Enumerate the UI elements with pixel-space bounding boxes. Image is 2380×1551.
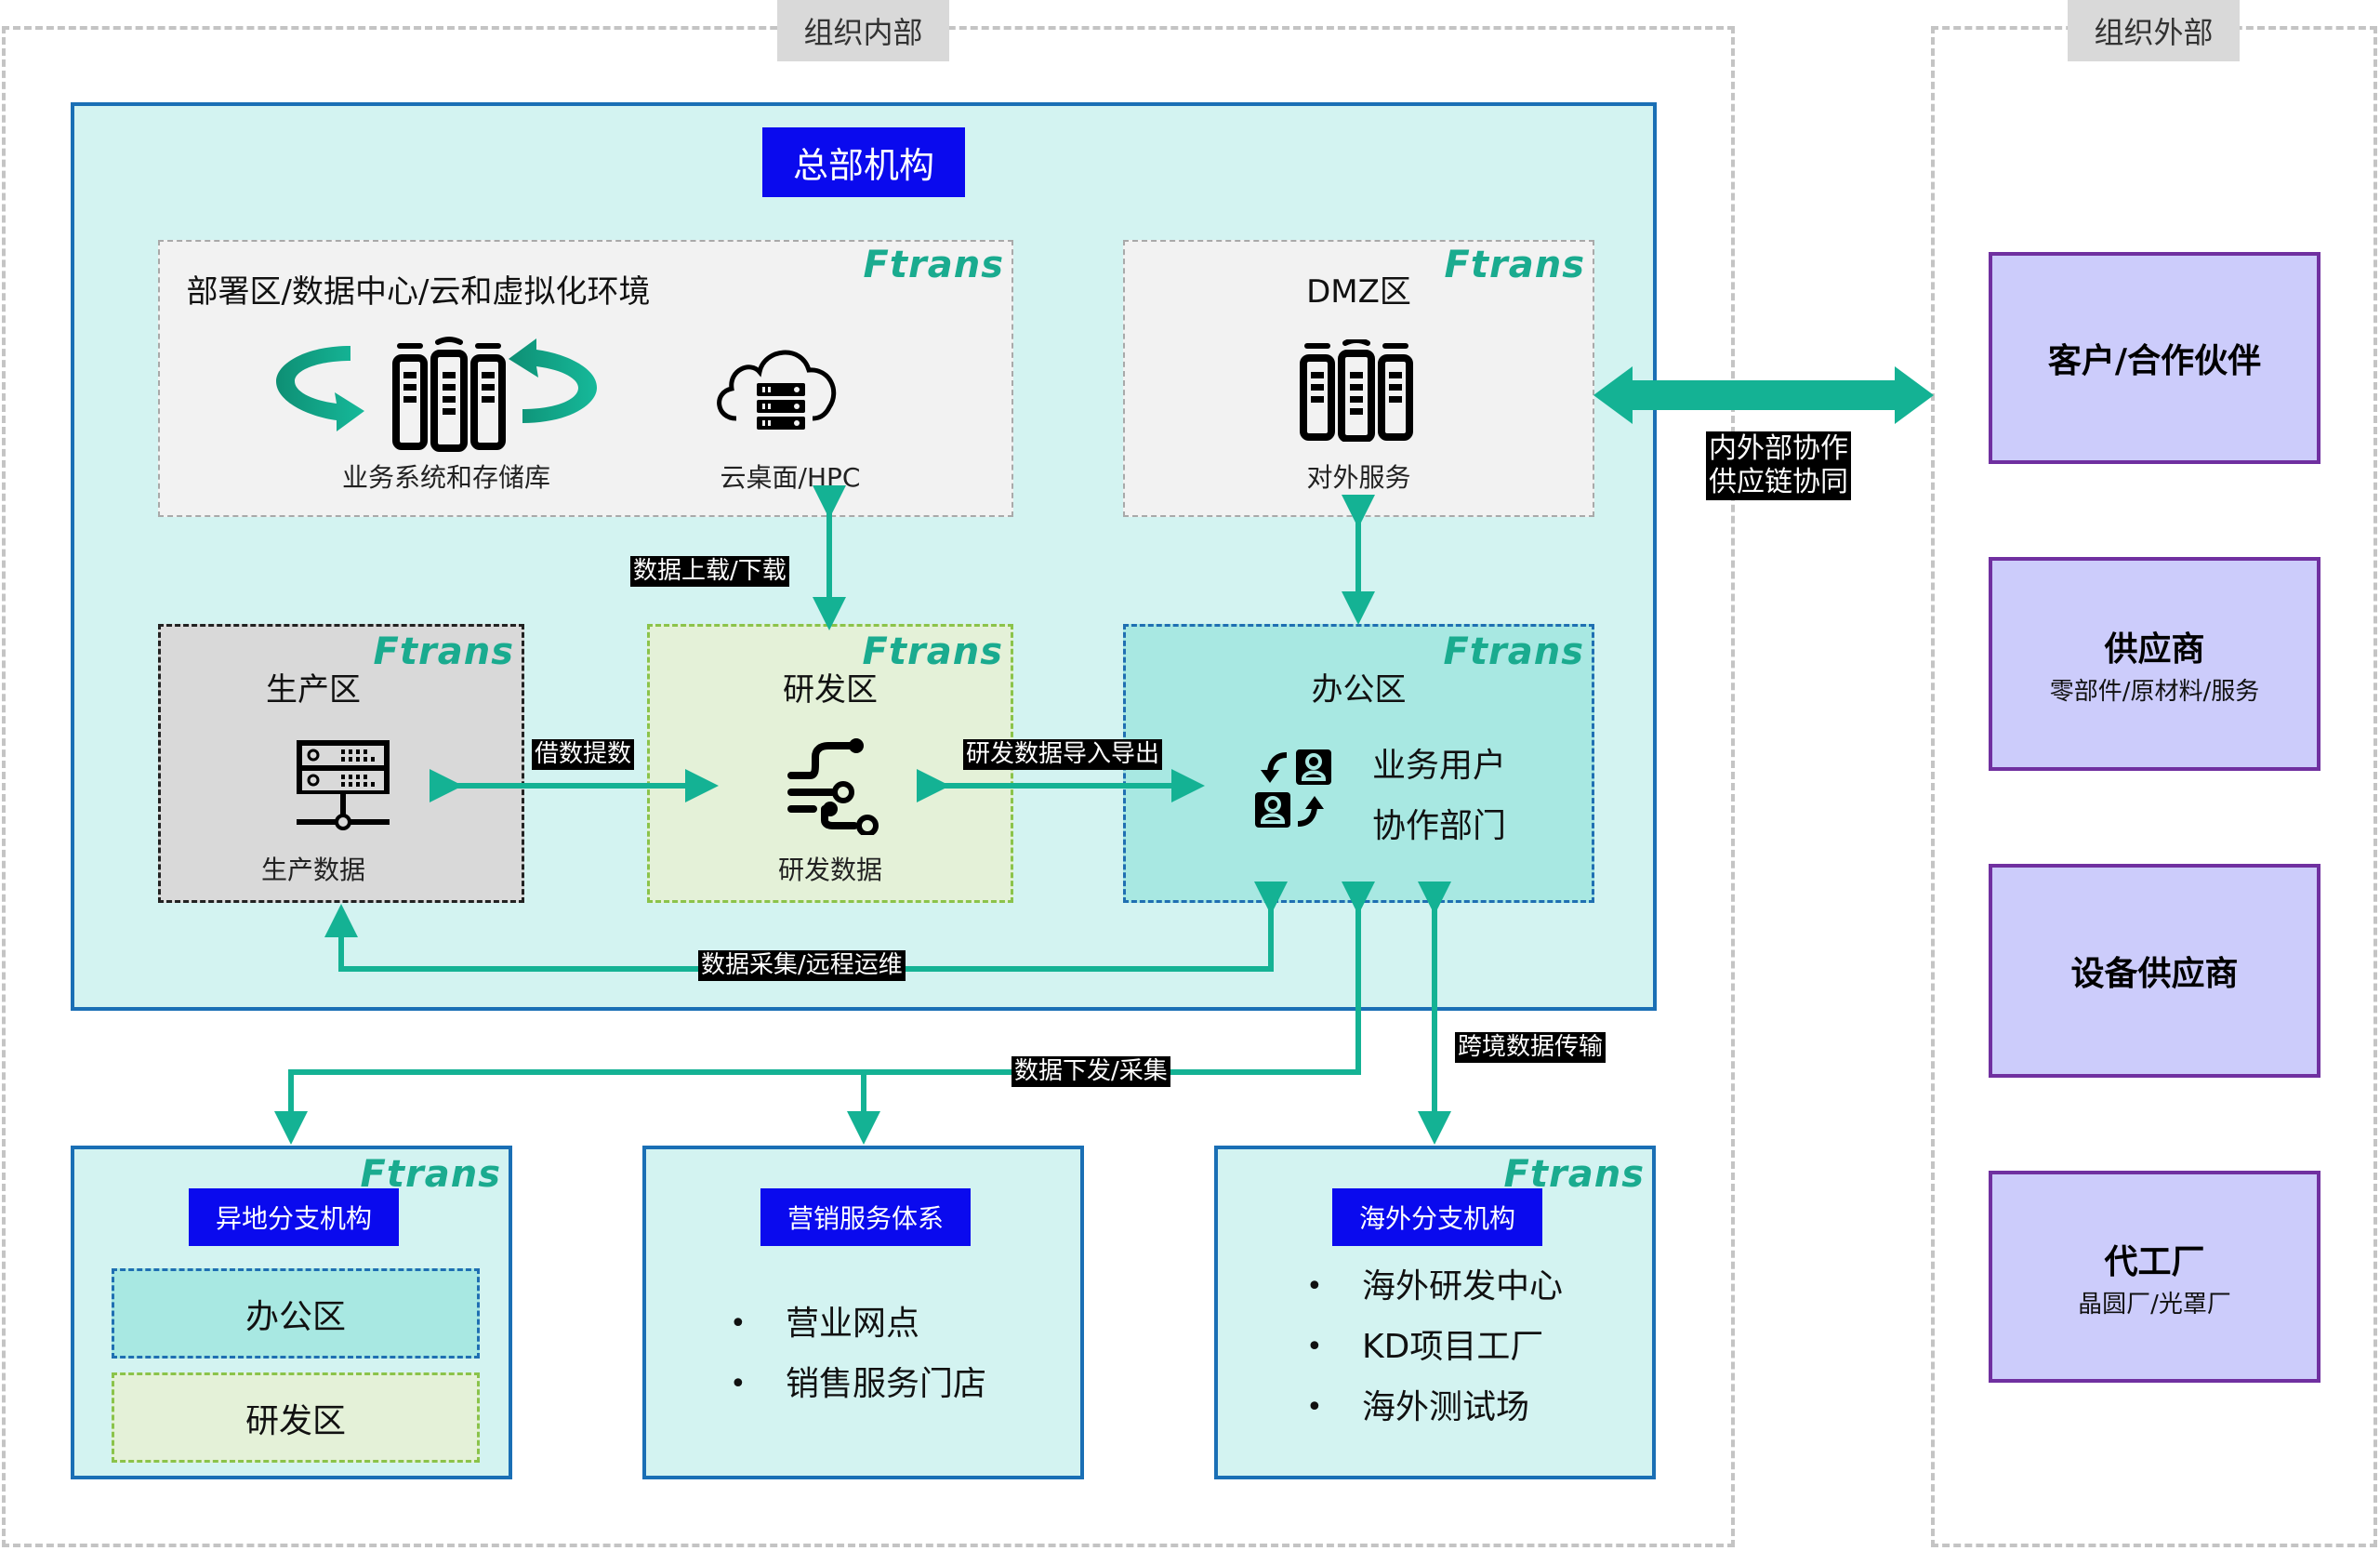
cloud-server-icon	[717, 350, 837, 430]
headquarters-title: 总部机构	[762, 127, 965, 197]
branch-overseas: Ftrans 海外分支机构 海外研发中心 KD项目工厂 海外测试场	[1214, 1146, 1656, 1479]
office-line-0: 业务用户	[1372, 747, 1507, 785]
branch-remote: Ftrans 异地分支机构 办公区 研发区	[71, 1146, 512, 1479]
branch-marketing-list: 营业网点 销售服务门店	[730, 1293, 986, 1414]
server-rack-icon	[1300, 339, 1413, 442]
rd-import-export-label: 研发数据导入导出	[963, 739, 1163, 771]
external-org-label: 组织外部	[2068, 0, 2240, 61]
office-zone-title: 办公区	[1311, 671, 1407, 709]
production-item-label: 生产数据	[260, 855, 365, 885]
branch-remote-office-zone: 办公区	[112, 1268, 480, 1359]
list-item: 海外测试场	[1306, 1377, 1563, 1438]
list-item: 营业网点	[730, 1293, 986, 1354]
external-title: 代工厂	[2104, 1242, 2205, 1281]
collect-remote-ops-label: 数据采集/远程运维	[698, 950, 906, 982]
ftrans-logo: Ftrans	[862, 630, 1003, 673]
dmz-zone: DMZ区 Ftrans 对外服务	[1123, 240, 1594, 517]
dmz-item-label: 对外服务	[1306, 462, 1411, 493]
collaboration-label-line1: 内外部协作	[1709, 432, 1848, 465]
server-rack-sync-icon	[276, 337, 597, 452]
production-zone: Ftrans 生产区 生产数据	[158, 624, 524, 903]
upload-download-label: 数据上载/下载	[630, 556, 789, 588]
deploy-item-label-1: 云桌面/HPC	[720, 462, 861, 493]
external-title: 客户/合作伙伴	[2047, 342, 2262, 380]
borrow-extract-label: 借数提数	[532, 739, 635, 771]
external-equipment-suppliers: 设备供应商	[1989, 864, 2320, 1078]
external-subtitle: 晶圆厂/光罩厂	[2078, 1290, 2231, 1319]
external-customers: 客户/合作伙伴	[1989, 252, 2320, 464]
production-zone-title: 生产区	[266, 671, 361, 709]
collaboration-label-line2: 供应链协同	[1709, 466, 1848, 498]
rd-zone: Ftrans 研发区 研发数据	[647, 624, 1013, 903]
ftrans-logo: Ftrans	[863, 244, 1004, 286]
list-item: 海外研发中心	[1306, 1256, 1563, 1317]
internal-org-label: 组织内部	[777, 0, 949, 61]
network-server-icon	[297, 740, 390, 830]
deploy-item-label-0: 业务系统和存储库	[341, 462, 550, 493]
office-zone: Ftrans 办公区 业务用户 协作部门	[1123, 624, 1594, 903]
rd-item-label: 研发数据	[777, 855, 882, 885]
external-title: 供应商	[2104, 630, 2205, 669]
branch-marketing: 营销服务体系 营业网点 销售服务门店	[642, 1146, 1084, 1479]
ftrans-logo: Ftrans	[373, 630, 514, 673]
collaboration-label: 内外部协作 供应链协同	[1706, 431, 1851, 500]
distribute-collect-label: 数据下发/采集	[1012, 1056, 1170, 1088]
branch-marketing-title: 营销服务体系	[760, 1188, 971, 1246]
deploy-zone: 部署区/数据中心/云和虚拟化环境 Ftrans 业务系统和存储库	[158, 240, 1013, 517]
ftrans-logo: Ftrans	[1443, 630, 1584, 673]
ftrans-logo: Ftrans	[1444, 244, 1585, 286]
external-suppliers: 供应商 零部件/原材料/服务	[1989, 557, 2320, 771]
circuit-icon	[787, 738, 879, 835]
deploy-zone-title: 部署区/数据中心/云和虚拟化环境	[186, 273, 651, 311]
branch-remote-title: 异地分支机构	[189, 1188, 399, 1246]
list-item: KD项目工厂	[1306, 1317, 1563, 1377]
rd-zone-title: 研发区	[783, 671, 878, 709]
office-line-1: 协作部门	[1372, 807, 1507, 845]
branch-remote-rd-zone: 研发区	[112, 1372, 480, 1463]
external-foundry: 代工厂 晶圆厂/光罩厂	[1989, 1171, 2320, 1383]
external-subtitle: 零部件/原材料/服务	[2049, 677, 2260, 706]
user-exchange-icon	[1255, 749, 1331, 828]
branch-overseas-list: 海外研发中心 KD项目工厂 海外测试场	[1306, 1256, 1563, 1438]
external-title: 设备供应商	[2070, 955, 2239, 993]
list-item: 销售服务门店	[730, 1354, 986, 1414]
cross-border-label: 跨境数据传输	[1455, 1032, 1606, 1064]
dmz-zone-title: DMZ区	[1306, 273, 1411, 311]
branch-overseas-title: 海外分支机构	[1332, 1188, 1542, 1246]
